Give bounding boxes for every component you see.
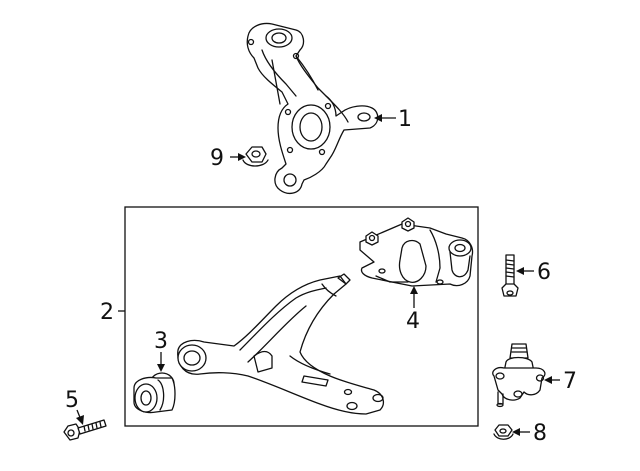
ball-joint[interactable] <box>492 343 546 408</box>
leader-lines <box>76 114 560 436</box>
callout-6: 6 <box>537 260 551 285</box>
steering-knuckle[interactable] <box>246 22 379 195</box>
long-bolt[interactable] <box>63 419 107 441</box>
nut[interactable] <box>493 424 514 440</box>
callout-2: 2 <box>100 300 114 325</box>
rear-bushing-bracket[interactable] <box>359 217 474 287</box>
assembly-box <box>124 206 479 427</box>
callout-3: 3 <box>154 329 168 354</box>
callout-1: 1 <box>398 107 412 132</box>
flange-nut[interactable] <box>242 146 269 167</box>
callout-7: 7 <box>563 369 577 394</box>
callout-8: 8 <box>533 421 547 446</box>
short-bolt[interactable] <box>501 254 519 297</box>
callout-9: 9 <box>210 146 224 171</box>
callout-5: 5 <box>65 388 79 413</box>
lower-control-arm[interactable] <box>177 273 385 415</box>
callout-4: 4 <box>406 309 420 334</box>
front-bushing[interactable] <box>133 372 176 414</box>
